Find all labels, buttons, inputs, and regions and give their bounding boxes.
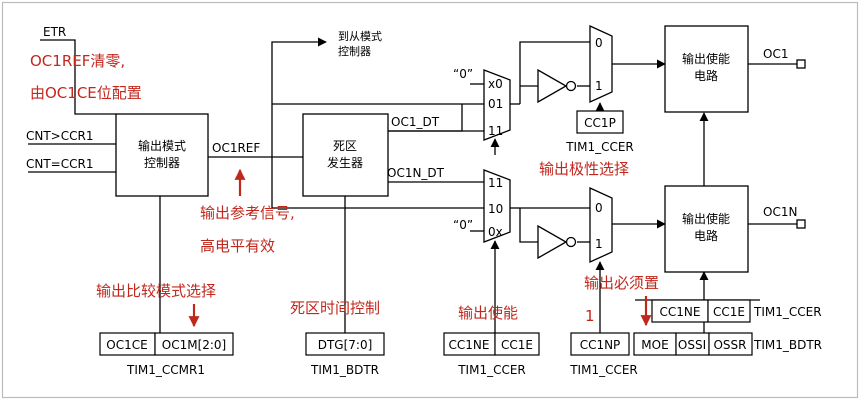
bdtr-right-name: TIM1_BDTR xyxy=(753,338,822,352)
ccer-en-name: TIM1_CCER xyxy=(457,363,526,377)
annotation-output-enable: 输出使能 xyxy=(458,304,518,322)
ccer-cc1np: CC1NP xyxy=(580,338,621,352)
pol-bot-0: 0 xyxy=(595,201,603,215)
mux-top-to-pol-0 xyxy=(519,41,590,104)
oc1-pin-icon xyxy=(796,59,806,69)
output-enable-circuit-1: 输出使能 电路 xyxy=(664,25,749,113)
ccer-cc1p: CC1P xyxy=(584,116,616,130)
mux-bot-11: 11 xyxy=(488,176,503,190)
ccer-right-cc1e: CC1E xyxy=(713,305,745,319)
pol-top-0: 0 xyxy=(595,36,603,50)
oe2-label-2: 电路 xyxy=(694,228,718,243)
output-enable-circuit-2: 输出使能 电路 xyxy=(664,185,749,273)
bdtr-moe: MOE xyxy=(641,338,668,352)
ccmr1-oc1m: OC1M[2:0] xyxy=(162,338,227,352)
oc1n-pin-icon xyxy=(796,219,806,229)
annotation-dead-time: 死区时间控制 xyxy=(290,299,380,317)
register-tim1-bdtr-dtg: DTG[7:0] TIM1_BDTR xyxy=(305,332,385,377)
register-tim1-ccmr1: OC1CE OC1M[2:0] TIM1_CCMR1 xyxy=(99,332,234,377)
slave-label-2: 控制器 xyxy=(338,44,371,58)
mux-bot-0x: 0x xyxy=(488,225,503,239)
bdtr-ossr: OSSR xyxy=(713,338,746,352)
mux-bot-10: 10 xyxy=(488,202,503,216)
cc1p-name: TIM1_CCER xyxy=(565,140,634,154)
mux-top-x0: x0 xyxy=(488,77,503,91)
annotation-must-set-value: 1 xyxy=(585,307,595,325)
cnt-gt-label: CNT>CCR1 xyxy=(26,129,93,143)
ccer-cc1ne: CC1NE xyxy=(449,338,490,352)
register-tim1-ccer-cc1np: CC1NP TIM1_CCER xyxy=(569,332,638,377)
inverter-bottom-icon xyxy=(537,224,577,260)
output-mode-label-1: 输出模式 xyxy=(138,138,186,153)
etr-wire xyxy=(40,39,116,115)
annotation-ref-signal-2: 高电平有效 xyxy=(200,237,275,255)
oc1ndt-label: OC1N_DT xyxy=(387,166,445,180)
mux-bottom: 11 10 0x xyxy=(483,169,511,243)
annotation-polarity: 输出极性选择 xyxy=(539,160,629,178)
mux-top-11: 11 xyxy=(488,124,503,138)
ccer-right-cc1ne: CC1NE xyxy=(660,305,701,319)
annotation-oc1ref-clear-1: OC1REF清零, xyxy=(30,52,125,70)
bdtr-dtg-name: TIM1_BDTR xyxy=(310,363,379,377)
dead-time-label-2: 发生器 xyxy=(327,155,363,170)
register-tim1-ccer-right: CC1NE CC1E TIM1_CCER xyxy=(651,299,822,323)
annotation-oc1ref-clear-2: 由OC1CE位配置 xyxy=(30,84,142,102)
oc1ref-to-mux-bot-wire xyxy=(271,157,484,209)
oe1-label-1: 输出使能 xyxy=(682,51,730,66)
oc1n-label: OC1N xyxy=(763,205,797,219)
oe1-label-2: 电路 xyxy=(694,68,718,83)
output-mode-label-2: 控制器 xyxy=(144,156,180,170)
mux-top: x0 01 11 xyxy=(483,69,511,141)
cc1np-name: TIM1_CCER xyxy=(569,363,638,377)
register-tim1-bdtr-right: MOE OSSI OSSR TIM1_BDTR xyxy=(633,332,822,356)
polarity-mux-top: 0 1 xyxy=(589,24,613,104)
pol-top-1: 1 xyxy=(595,79,603,93)
cnt-eq-label: CNT=CCR1 xyxy=(26,157,93,171)
red-arrows xyxy=(188,168,652,328)
dead-time-generator: 死区 发生器 xyxy=(302,113,389,197)
bdtr-dtg: DTG[7:0] xyxy=(318,338,373,352)
pol-bot-1: 1 xyxy=(595,237,603,251)
ccer-cc1e: CC1E xyxy=(501,338,533,352)
wires xyxy=(28,37,797,333)
register-tim1-ccer-cc1p: CC1P TIM1_CCER xyxy=(565,110,634,154)
slave-wire xyxy=(271,37,327,157)
zero-bot-label: “0” xyxy=(453,218,473,232)
etr-label: ETR xyxy=(43,25,66,39)
mux-bot-to-inv xyxy=(519,208,538,243)
oc1ref-label: OC1REF xyxy=(212,141,260,155)
oe2-label-1: 输出使能 xyxy=(682,211,730,226)
oc1dt-label: OC1_DT xyxy=(391,115,440,129)
dead-time-label-1: 死区 xyxy=(333,139,357,153)
ccer-right-name: TIM1_CCER xyxy=(753,305,822,319)
annotation-compare-mode: 输出比较模式选择 xyxy=(96,282,216,300)
ccmr1-name: TIM1_CCMR1 xyxy=(126,363,205,377)
polarity-mux-bottom: 0 1 xyxy=(589,186,613,264)
ccmr1-oc1ce: OC1CE xyxy=(106,338,147,352)
output-mode-controller: 输出模式 控制器 xyxy=(115,113,209,197)
annotation-ref-signal-1: 输出参考信号, xyxy=(200,204,295,222)
slave-label-1: 到从模式 xyxy=(338,30,382,43)
zero-top-label: “0” xyxy=(453,67,473,81)
mux-top-01: 01 xyxy=(488,97,503,111)
bdtr-ossi: OSSI xyxy=(678,338,706,352)
annotation-must-set: 输出必须置 xyxy=(584,274,659,292)
inverter-top-icon xyxy=(537,68,577,104)
register-tim1-ccer-enable: CC1NE CC1E TIM1_CCER xyxy=(443,332,540,377)
oc1-label: OC1 xyxy=(763,47,788,61)
